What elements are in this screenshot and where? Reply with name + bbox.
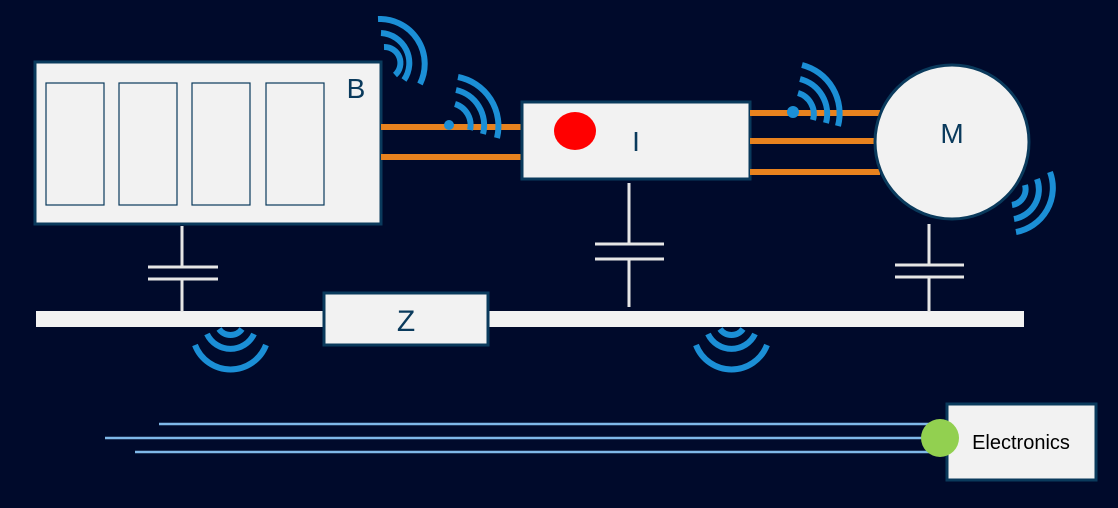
motor-block: M [873,63,1031,221]
ground-bus [36,311,1024,327]
battery-cell [191,82,251,206]
battery-cell [265,82,325,206]
wireless-emission-icon [192,327,269,373]
electronics-label: Electronics [972,432,1070,454]
ok-indicator-dot [921,419,959,457]
wireless-emission-icon [787,62,843,127]
wireless-emission-icon [444,74,502,139]
capacitor-symbol [895,224,964,312]
capacitor-symbol [595,183,664,307]
capacitor-symbol [148,226,218,312]
wireless-emission-icon [377,15,428,86]
wireless-emission-icon [1011,170,1056,235]
electronics-block: Electronics [945,402,1098,482]
battery-block: B [33,60,383,226]
battery-cell [118,82,178,206]
inverter-label: I [632,126,640,157]
battery-label: B [347,73,366,104]
impedance-block: Z [322,291,490,347]
battery-cell [45,82,105,206]
motor-label: M [940,118,963,149]
fault-indicator-dot [554,112,596,150]
inverter-block: I [520,100,752,181]
wireless-emission-icon [693,327,770,373]
impedance-label: Z [397,305,415,338]
